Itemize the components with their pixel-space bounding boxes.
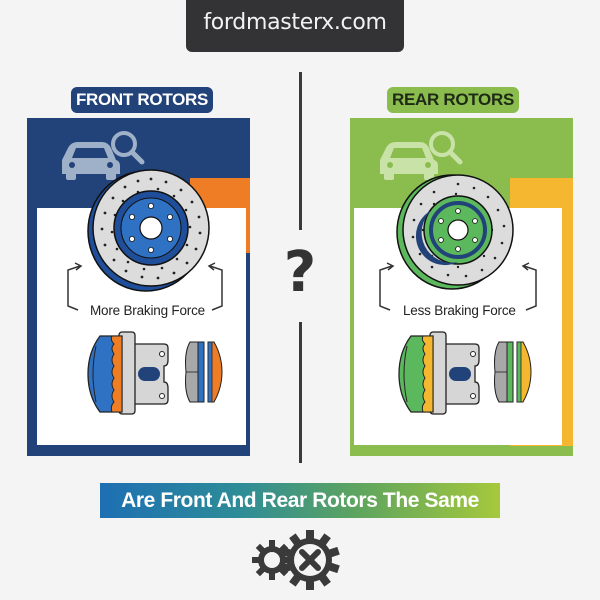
rear-brake-caliper-icon	[398, 331, 480, 415]
rear-brake-rotor-icon	[396, 174, 514, 290]
rear-brake-pads-icon	[494, 341, 532, 403]
gears-x-icon	[252, 530, 340, 590]
left-arrow-icon	[67, 262, 83, 311]
divider-bottom	[299, 322, 302, 463]
site-header	[186, 0, 404, 52]
left-arrow-icon	[379, 262, 395, 311]
front-brake-caliper-icon	[87, 331, 169, 415]
title-banner	[100, 483, 500, 518]
divider-top	[299, 72, 302, 230]
right-arrow-icon	[207, 262, 223, 311]
front-brake-pads-icon	[185, 341, 223, 403]
front-caption: More Braking Force	[90, 303, 205, 318]
rear-rotors-label: REAR ROTORS	[387, 87, 519, 113]
front-rotors-label: FRONT ROTORS	[71, 87, 213, 113]
title-text: Are Front And Rear Rotors The Same	[121, 489, 479, 512]
site-name: fordmasterx.com	[203, 10, 387, 35]
front-brake-rotor-icon	[87, 169, 210, 292]
car-search-icon	[380, 131, 463, 180]
rear-caption: Less Braking Force	[403, 303, 516, 318]
question-mark: ?	[283, 240, 317, 305]
right-arrow-icon	[521, 262, 537, 311]
car-search-icon	[62, 131, 145, 180]
